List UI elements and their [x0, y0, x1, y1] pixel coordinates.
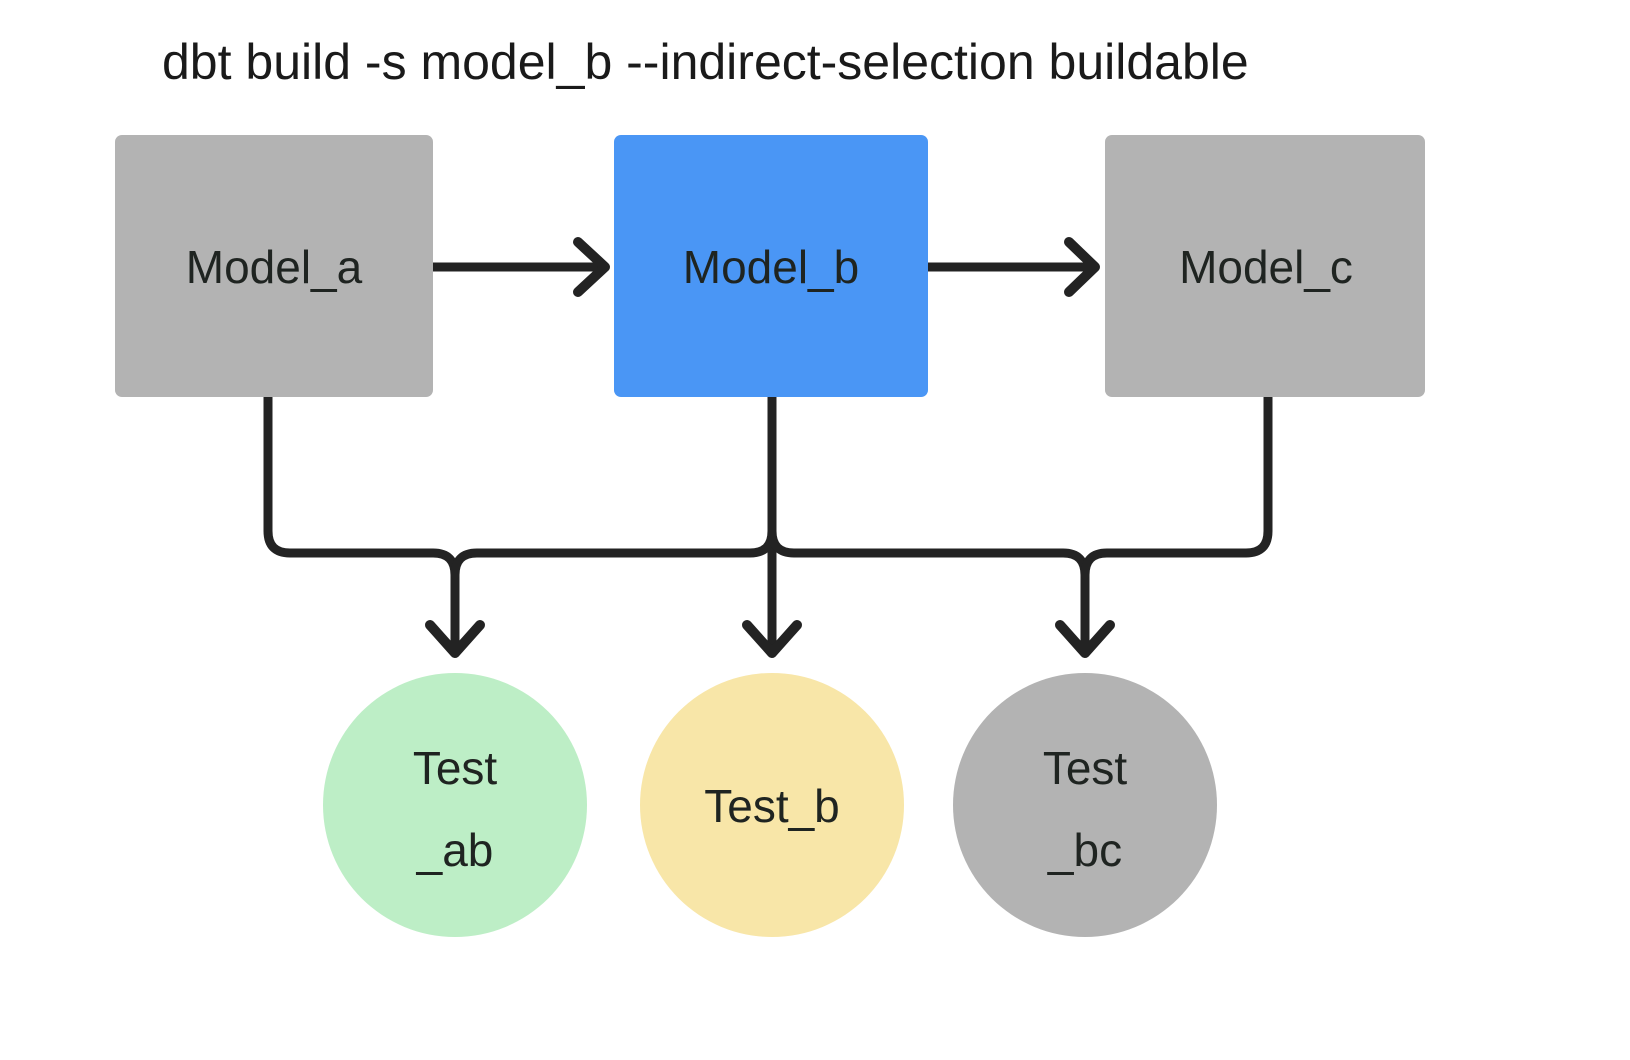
test-bc-label-line1: Test	[1043, 742, 1128, 794]
test-b-label-line1: Test_b	[704, 780, 840, 832]
model-node-model-b[interactable]: Model_b	[614, 135, 928, 397]
test-node-test-bc[interactable]: Test _bc	[953, 673, 1217, 937]
test-bc-circle[interactable]	[953, 673, 1217, 937]
edge-model-a-to-model-b	[428, 237, 610, 297]
edge-model-a-to-test-ab	[263, 392, 485, 658]
model-b-box[interactable]	[614, 135, 928, 397]
model-b-label: Model_b	[683, 241, 859, 293]
test-ab-label-line2: _ab	[416, 824, 494, 876]
test-ab-label-line1: Test	[413, 742, 498, 794]
test-node-test-b[interactable]: Test_b	[640, 673, 904, 937]
model-c-box[interactable]	[1105, 135, 1425, 397]
model-node-model-a[interactable]: Model_a	[115, 135, 433, 397]
test-bc-label-line2: _bc	[1047, 824, 1122, 876]
model-a-label: Model_a	[186, 241, 363, 293]
model-c-label: Model_c	[1179, 241, 1353, 293]
model-a-box[interactable]	[115, 135, 433, 397]
edge-model-b-to-model-c	[923, 237, 1100, 297]
edge-layer	[263, 237, 1273, 658]
test-ab-circle[interactable]	[323, 673, 587, 937]
test-b-circle[interactable]	[640, 673, 904, 937]
model-node-model-c[interactable]: Model_c	[1105, 135, 1425, 397]
edge-model-b-to-test-bc	[767, 392, 1115, 658]
edge-model-b-to-test-ab	[450, 392, 777, 580]
test-node-test-ab[interactable]: Test _ab	[323, 673, 587, 937]
edge-model-c-to-test-bc	[1080, 392, 1273, 580]
diagram-title: dbt build -s model_b --indirect-selectio…	[162, 34, 1249, 90]
